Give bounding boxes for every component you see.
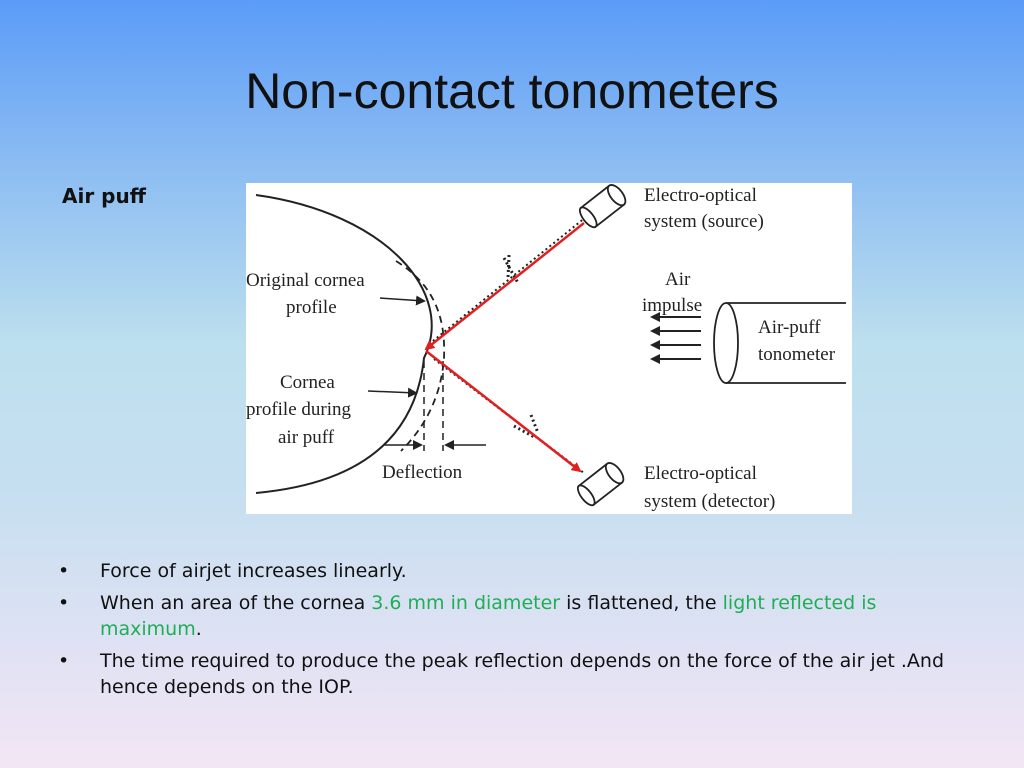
pointer-original xyxy=(379,295,426,306)
slide-title: Non-contact tonometers xyxy=(245,63,779,119)
label-air-1: Air xyxy=(665,269,691,290)
label-source-1: Electro-optical xyxy=(644,185,757,206)
bullet-dot: • xyxy=(58,650,70,672)
label-original-1: Original cornea xyxy=(246,270,365,291)
highlight-light-reflected: light reflected is maximum xyxy=(100,592,877,640)
bullet-list: • Force of airjet increases linearly. • … xyxy=(56,558,976,706)
bullet-text-2b: is flattened, the xyxy=(560,592,723,614)
label-tonometer-1: Air-puff xyxy=(758,317,821,338)
scatter-detector xyxy=(513,424,537,440)
bullet-text-2c: . xyxy=(195,618,202,640)
scatter-source-2 xyxy=(506,254,511,279)
subhead-air-puff: Air puff xyxy=(62,184,146,208)
detector-cylinder xyxy=(576,462,625,507)
label-tonometer-2: tonometer xyxy=(758,344,836,365)
source-cylinder xyxy=(578,184,627,229)
label-original-2: profile xyxy=(286,297,337,318)
pointer-during xyxy=(367,387,418,398)
scatter-source xyxy=(502,257,520,284)
diagram-svg: Original cornea profile Cornea profile d… xyxy=(246,184,846,512)
air-impulse-arrows xyxy=(650,312,701,364)
label-air-2: impulse xyxy=(642,295,702,316)
label-during-3: air puff xyxy=(278,427,335,448)
bullet-item-2: • When an area of the cornea 3.6 mm in d… xyxy=(56,590,976,642)
cornea-profile-during xyxy=(255,194,433,494)
label-detector-2: system (detector) xyxy=(644,491,775,512)
beam-incident xyxy=(424,222,585,351)
bullet-item-3: • The time required to produce the peak … xyxy=(56,648,976,700)
tonometer-cylinder xyxy=(713,302,846,384)
bullet-text-1: Force of airjet increases linearly. xyxy=(100,560,407,582)
highlight-diameter: 3.6 mm in diameter xyxy=(371,592,561,614)
bullet-text-3: The time required to produce the peak re… xyxy=(100,650,945,698)
bullet-dot: • xyxy=(58,560,70,582)
label-source-2: system (source) xyxy=(644,211,764,232)
bullet-item-1: • Force of airjet increases linearly. xyxy=(56,558,976,584)
bullet-text-2a: When an area of the cornea xyxy=(100,592,372,614)
beam-reflected xyxy=(425,350,582,473)
guide-incident xyxy=(427,216,587,346)
label-deflection: Deflection xyxy=(382,462,463,483)
label-detector-1: Electro-optical xyxy=(644,463,757,484)
label-during-1: Cornea xyxy=(280,372,335,393)
cornea-profile-original xyxy=(395,260,446,452)
label-during-2: profile during xyxy=(246,399,352,420)
bullet-dot: • xyxy=(58,592,70,614)
tonometer-diagram: Original cornea profile Cornea profile d… xyxy=(246,183,852,514)
scatter-detector-2 xyxy=(529,414,540,434)
